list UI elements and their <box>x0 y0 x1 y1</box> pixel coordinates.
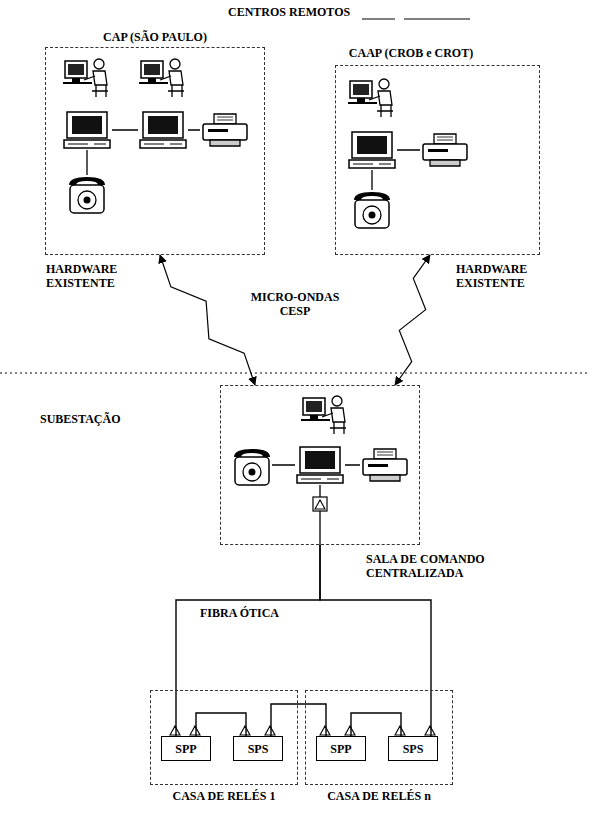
computer-icon <box>64 112 110 148</box>
fiber-link <box>196 713 246 736</box>
cable-line <box>87 130 200 175</box>
printer-icon <box>363 449 407 481</box>
cable-line <box>272 465 360 545</box>
telephone-icon <box>234 449 270 485</box>
box-footnote: HARDWARE EXISTENTE <box>456 262 541 290</box>
microwave-link <box>395 255 430 385</box>
computer-icon <box>297 447 343 483</box>
relay-unit-box: SPS <box>233 736 283 761</box>
separator-line <box>0 373 590 374</box>
box-footnote: HARDWARE EXISTENTE <box>46 262 128 290</box>
box-text: SPP <box>175 742 196 756</box>
printer-icon <box>423 134 467 166</box>
fiber-link <box>176 545 320 736</box>
microwave-link <box>160 255 255 385</box>
operator-icon <box>348 79 393 117</box>
relay-house-box: CASA DE RELÉS nSPPSPS <box>305 690 453 785</box>
box-text: SPP <box>330 742 351 756</box>
free-label: SUBESTAÇÃO <box>40 412 120 426</box>
free-label: FIBRA ÓTICA <box>200 606 279 620</box>
remote-center-box: CAP (SÃO PAULO)HARDWARE EXISTENTE <box>45 47 265 255</box>
computer-icon <box>140 112 186 148</box>
remote-center-box: CAAP (CROB e CROT)HARDWARE EXISTENTE <box>335 65 540 255</box>
box-footnote: SALA DE COMANDO CENTRALIZADA <box>366 552 506 580</box>
substation-box: SALA DE COMANDO CENTRALIZADA <box>220 385 420 545</box>
telephone-icon <box>354 192 390 228</box>
operator-icon <box>301 396 346 434</box>
printer-icon <box>203 114 247 146</box>
converter-box <box>313 497 327 511</box>
diagram-title: CENTROS REMOTOS <box>228 5 350 19</box>
box-text: SPS <box>248 742 269 756</box>
box-heading: CAAP (CROB e CROT) <box>336 46 486 60</box>
computer-icon <box>349 132 395 168</box>
fiber-link <box>271 704 326 736</box>
relay-unit-box: SPS <box>388 736 438 761</box>
box-text: SPS <box>403 742 424 756</box>
operator-icon <box>63 59 108 97</box>
title-blank <box>362 19 470 20</box>
box-caption: CASA DE RELÉS 1 <box>151 789 297 803</box>
cable-line <box>372 150 420 190</box>
box-caption: CASA DE RELÉS n <box>306 789 452 803</box>
free-label: MICRO-ONDAS CESP <box>240 290 350 318</box>
relay-house-box: CASA DE RELÉS 1SPPSPS <box>150 690 298 785</box>
converter-triangle <box>315 500 325 509</box>
relay-unit-box: SPP <box>316 736 366 761</box>
operator-icon <box>139 59 184 97</box>
converter-triangle <box>170 726 435 735</box>
fiber-link <box>351 713 401 736</box>
telephone-icon <box>69 177 105 213</box>
box-heading: CAP (SÃO PAULO) <box>46 30 264 44</box>
relay-unit-box: SPP <box>161 736 211 761</box>
